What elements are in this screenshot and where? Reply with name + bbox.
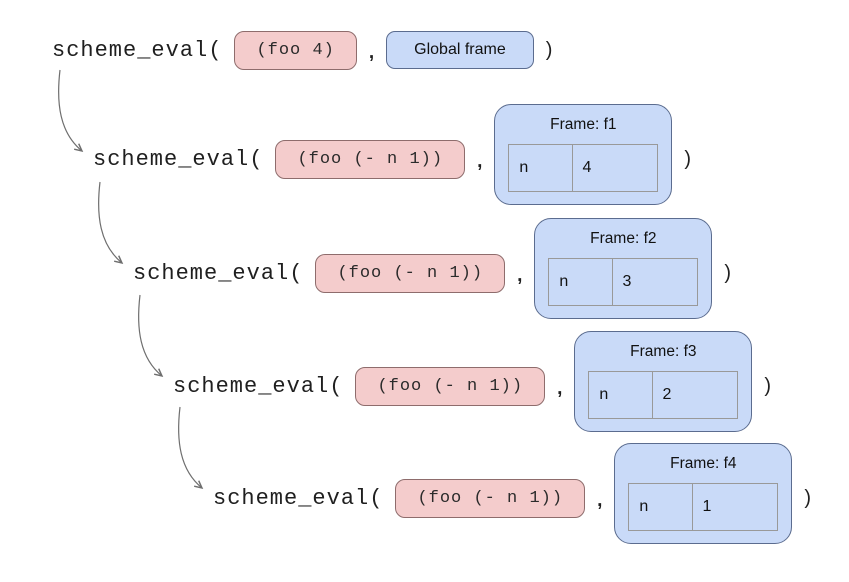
comma-separator: ,	[517, 265, 523, 286]
frame-card: Frame: f2 n 3	[534, 217, 713, 319]
recursion-arrow-1	[58, 69, 82, 151]
call-row-5: scheme_eval( (foo (- n 1)) , Frame: f4 n…	[213, 442, 812, 551]
binding-name-cell: n	[639, 497, 649, 515]
call-row-1: scheme_eval( (foo 4) , Global frame )	[52, 28, 552, 72]
close-paren: )	[764, 374, 772, 397]
binding-name-cell: n	[559, 272, 569, 290]
binding-table: n 1	[628, 482, 779, 531]
scheme-eval-text: scheme_eval(	[93, 146, 264, 172]
comma-separator: ,	[597, 490, 603, 511]
call-row-4: scheme_eval( (foo (- n 1)) , Frame: f3 n…	[173, 330, 772, 439]
frame-title: Frame: f1	[550, 115, 617, 133]
scheme-eval-text: scheme_eval(	[213, 485, 384, 511]
close-paren: )	[684, 147, 692, 170]
binding-name-cell: n	[599, 385, 609, 403]
close-paren: )	[545, 38, 553, 61]
call-row-2: scheme_eval( (foo (- n 1)) , Frame: f1 n…	[93, 103, 692, 212]
binding-value-cell: 1	[691, 483, 778, 530]
frame-card: Frame: f4 n 1	[614, 442, 793, 544]
binding-value-cell: 3	[611, 258, 698, 305]
expression-box: (foo 4)	[234, 30, 357, 70]
binding-value-cell: 2	[651, 371, 738, 418]
comma-separator: ,	[477, 151, 483, 172]
binding-table: n 3	[548, 257, 699, 306]
scheme-eval-text: scheme_eval(	[52, 37, 223, 63]
scheme-eval-text: scheme_eval(	[133, 260, 304, 286]
call-row-3: scheme_eval( (foo (- n 1)) , Frame: f2 n…	[133, 217, 732, 326]
scheme-eval-text: scheme_eval(	[173, 373, 344, 399]
close-paren: )	[804, 486, 812, 509]
comma-separator: ,	[368, 42, 375, 63]
expression-box: (foo (- n 1))	[275, 139, 466, 179]
binding-table: n 4	[508, 143, 659, 192]
binding-table: n 2	[588, 370, 739, 419]
expression-box: (foo (- n 1))	[395, 478, 586, 518]
frame-title: Frame: f2	[590, 229, 657, 247]
comma-separator: ,	[557, 378, 563, 399]
frame-card: Frame: f1 n 4	[494, 103, 673, 205]
frame-title: Frame: f3	[630, 342, 697, 360]
close-paren: )	[724, 261, 732, 284]
frame-card: Frame: f3 n 2	[574, 330, 753, 432]
frame-title: Frame: f4	[670, 454, 737, 472]
global-frame-box: Global frame	[386, 31, 534, 69]
expression-box: (foo (- n 1))	[315, 253, 506, 293]
binding-name-cell: n	[519, 158, 529, 176]
expression-box: (foo (- n 1))	[355, 366, 546, 406]
binding-value-cell: 4	[571, 144, 658, 191]
